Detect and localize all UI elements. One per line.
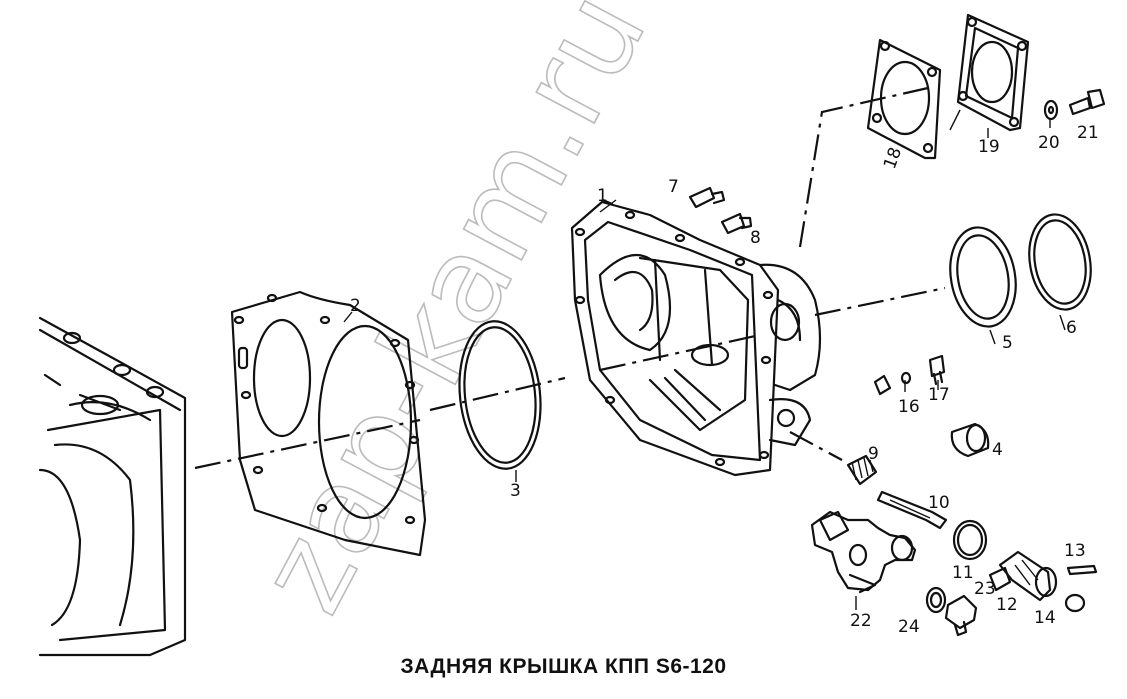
part-16-drawing	[873, 371, 912, 396]
bolt-17-drawing	[928, 354, 946, 386]
rear-cover-1-drawing	[570, 198, 822, 477]
label-11: 11	[952, 563, 974, 583]
housing-22-drawing	[810, 510, 917, 594]
label-9: 9	[868, 444, 879, 464]
label-24: 24	[898, 617, 920, 637]
label-4: 4	[992, 440, 1003, 460]
assembly-axis	[194, 286, 946, 470]
washer-24-drawing	[925, 586, 947, 614]
diagram-title: ЗАДНЯЯ КРЫШКА КПП S6-120	[400, 655, 727, 678]
seal-6-drawing	[1028, 213, 1092, 311]
label-23: 23	[974, 579, 996, 599]
label-3: 3	[510, 481, 521, 501]
gasket-18-drawing	[866, 38, 942, 160]
gear-9-drawing	[789, 431, 878, 486]
label-16: 16	[898, 397, 920, 417]
plug-23-drawing	[944, 594, 978, 637]
label-12: 12	[996, 595, 1018, 615]
bolt-8-drawing	[720, 212, 753, 235]
o-ring-11-drawing	[952, 519, 988, 561]
label-13: 13	[1064, 541, 1086, 561]
nut-drawing	[1064, 593, 1086, 613]
bushing-4-drawing	[950, 422, 990, 458]
label-10: 10	[928, 493, 950, 513]
gearbox-housing-drawing	[38, 316, 187, 657]
label-1: 1	[597, 186, 608, 206]
label-5: 5	[1002, 333, 1013, 353]
seal-5-drawing	[949, 226, 1017, 328]
label-8: 8	[750, 228, 761, 248]
watermark-text: zap-kam.ru	[233, 0, 674, 634]
pin-13-drawing	[1066, 564, 1098, 576]
shaft-10-drawing	[876, 490, 948, 530]
label-7: 7	[668, 177, 679, 197]
label-22: 22	[850, 611, 872, 631]
label-18: 18	[880, 145, 906, 172]
upper-axis	[798, 86, 929, 248]
label-20: 20	[1038, 133, 1060, 153]
label-21: 21	[1077, 123, 1099, 143]
label-14: 14	[1034, 608, 1056, 628]
gasket-2-drawing	[230, 290, 427, 557]
washer-20-drawing	[1043, 99, 1059, 121]
sensor-14-drawing	[988, 550, 1058, 602]
label-17: 17	[928, 385, 950, 405]
label-2: 2	[350, 296, 361, 316]
cover-19-drawing	[956, 13, 1030, 132]
bolt-7-drawing	[688, 186, 726, 209]
bolt-21-drawing	[1068, 88, 1106, 116]
label-19: 19	[978, 137, 1000, 157]
o-ring-3-drawing	[458, 320, 542, 470]
label-6: 6	[1066, 318, 1077, 338]
